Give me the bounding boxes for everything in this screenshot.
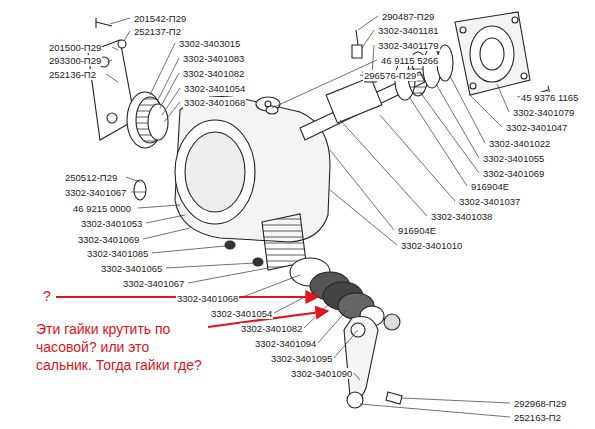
- part-number: 45 9376 1165: [520, 92, 579, 103]
- part-number: 201542-П29: [133, 13, 187, 24]
- part-number: 3302-3401054: [210, 308, 273, 319]
- part-number: 3302-3401095: [270, 353, 333, 364]
- pitman-arm: [344, 317, 378, 399]
- part-number: 3302-3401079: [512, 107, 575, 118]
- part-number: 3302-3401069: [482, 168, 545, 179]
- part-number: 252136-П2: [48, 69, 97, 80]
- part-number: 3302-3401038: [430, 211, 493, 222]
- leader-lines: [106, 16, 548, 417]
- cover-plate: [455, 12, 530, 95]
- note-text: Эти гайки крутить по часовой? или это са…: [35, 320, 209, 374]
- part-number: 3302-3401179: [377, 40, 440, 51]
- part-number: 252163-П2: [513, 412, 562, 423]
- part-number: 3302-3401053: [80, 218, 143, 229]
- part-number: 46 9215 0000: [72, 203, 132, 214]
- nut: [386, 392, 402, 404]
- part-number: 3302-3401181: [377, 25, 440, 36]
- housing-bore: [175, 120, 255, 224]
- nut: [384, 314, 400, 330]
- part-number: 46 9115 5266: [380, 55, 439, 66]
- part-number: 3302-3401054: [183, 83, 246, 94]
- part-number: 3302-3403015: [178, 38, 241, 49]
- part-number: 3302-3401010: [400, 240, 463, 251]
- part-number: 3302-3401067: [64, 187, 127, 198]
- part-number: 3302-3401065: [100, 263, 163, 274]
- parts: [88, 12, 550, 408]
- part-number: 201500-П29: [48, 42, 102, 53]
- part-number: 3302-3401047: [505, 122, 568, 133]
- part-number: 916904Е: [470, 181, 510, 192]
- part-number: 3302-3401022: [488, 138, 551, 149]
- part-number: 3302-3401055: [482, 153, 545, 164]
- part-number: 3302-3401082: [240, 323, 303, 334]
- part-number: 3302-3401085: [86, 248, 149, 259]
- part-number: 252137-П2: [133, 26, 182, 37]
- part-number: 293300-П29: [48, 55, 102, 66]
- part-number: 3302-3401037: [458, 196, 521, 207]
- part-number: 250512-П29: [64, 172, 118, 183]
- part-number: 3302-3401083: [182, 53, 245, 64]
- part-number: 3302-3401069: [77, 234, 140, 245]
- part-number: 3302-3401082: [182, 68, 245, 79]
- part-number: 292968-П29: [513, 398, 567, 409]
- part-number: 3302-3401067: [122, 278, 185, 289]
- part-number: 3302-3401068: [183, 97, 246, 108]
- part-number: 3302-3401068: [176, 293, 239, 304]
- part-number: 3302-3401090: [290, 368, 353, 379]
- part-number: 916904Е: [397, 225, 437, 236]
- part-number: 290487-П29: [381, 11, 435, 22]
- question-mark: ?: [42, 287, 52, 305]
- part-number: 3302-3401094: [254, 338, 317, 349]
- bolt: [96, 18, 112, 28]
- housing: [175, 97, 330, 243]
- part-number: 296576-П29: [363, 70, 417, 81]
- valve-body: [326, 77, 382, 123]
